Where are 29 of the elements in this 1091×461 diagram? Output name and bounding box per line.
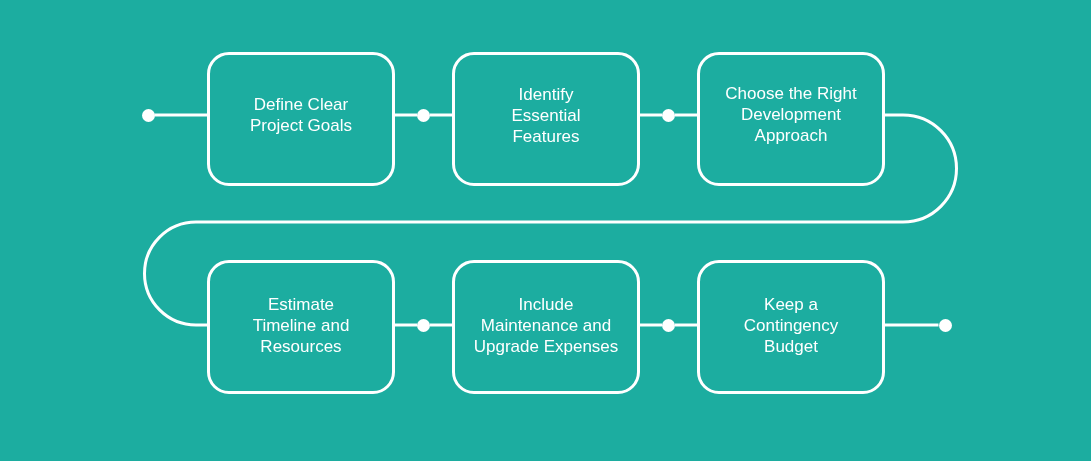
junction-dot xyxy=(662,108,675,122)
connector-line xyxy=(675,323,697,327)
process-box xyxy=(697,52,885,186)
connector-line xyxy=(675,113,697,117)
junction-dot xyxy=(417,318,430,332)
step-label: Identify Essential Features xyxy=(510,83,582,147)
step-label: Include Maintenance and Upgrade Expenses xyxy=(472,293,620,357)
junction-dot xyxy=(141,108,155,122)
step-label: Keep a Contingency Budget xyxy=(742,293,840,357)
process-box xyxy=(207,52,395,186)
connector-line xyxy=(143,113,958,327)
junction-dot xyxy=(662,318,675,332)
step-label: Choose the Right Development Approach xyxy=(724,82,858,146)
process-box xyxy=(697,260,885,394)
process-box xyxy=(452,52,640,186)
connector-line xyxy=(430,113,452,117)
connector-line xyxy=(395,113,417,117)
connector-line xyxy=(154,113,207,117)
step-label: Estimate Timeline and Resources xyxy=(251,293,351,357)
process-box xyxy=(452,260,640,394)
connector-line xyxy=(885,323,939,327)
step-label: Define Clear Project Goals xyxy=(248,94,353,136)
junction-dot xyxy=(417,108,430,122)
junction-dot xyxy=(938,318,952,332)
connector-line xyxy=(640,323,662,327)
process-box xyxy=(207,260,395,394)
connector-line xyxy=(395,323,417,327)
connector-line xyxy=(640,113,662,117)
connector-line xyxy=(430,323,452,327)
